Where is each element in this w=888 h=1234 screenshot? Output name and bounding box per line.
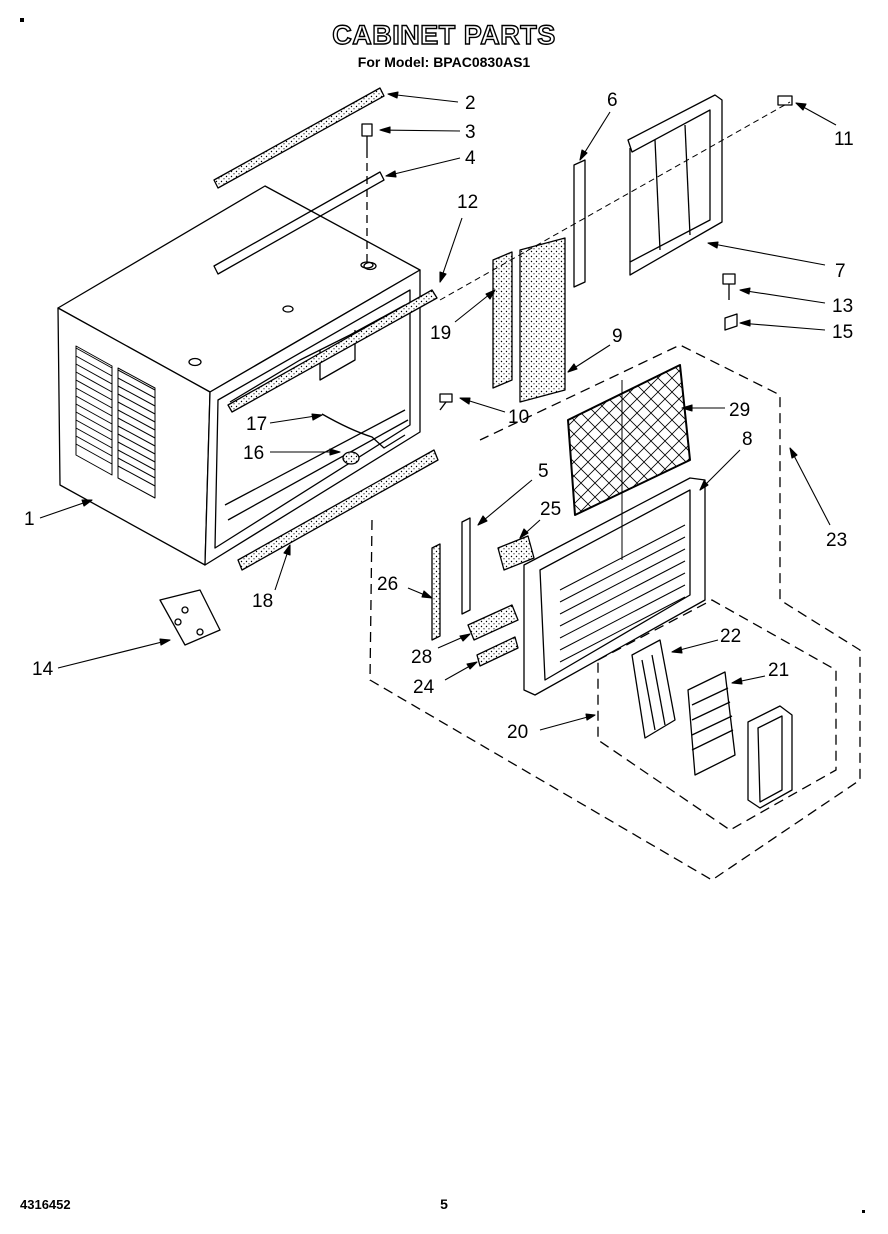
callout-25: 25 bbox=[540, 499, 562, 520]
callout-20: 20 bbox=[507, 722, 529, 743]
callout-15: 15 bbox=[832, 322, 854, 343]
callout-9: 9 bbox=[612, 326, 623, 347]
callout-16: 16 bbox=[243, 443, 265, 464]
page-title: CABINET PARTS bbox=[332, 19, 556, 50]
callout-18: 18 bbox=[252, 591, 274, 612]
corner-mark-top bbox=[20, 18, 24, 22]
callout-28: 28 bbox=[411, 647, 433, 668]
callout-1: 1 bbox=[24, 509, 35, 530]
callout-26: 26 bbox=[377, 574, 399, 595]
model-subtitle: For Model: BPAC0830AS1 bbox=[357, 54, 531, 70]
callout-21: 21 bbox=[768, 660, 790, 681]
callout-13: 13 bbox=[832, 296, 854, 317]
callout-22: 22 bbox=[720, 626, 742, 647]
callout-6: 6 bbox=[607, 90, 618, 111]
callout-11: 11 bbox=[834, 129, 854, 150]
document-number: 4316452 bbox=[20, 1197, 71, 1212]
page-number: 5 bbox=[440, 1196, 448, 1212]
callout-4: 4 bbox=[465, 148, 476, 169]
callout-10: 10 bbox=[508, 407, 530, 428]
callout-29: 29 bbox=[729, 400, 751, 421]
callout-5: 5 bbox=[538, 461, 549, 482]
callout-14: 14 bbox=[32, 659, 54, 680]
callout-8: 8 bbox=[742, 429, 753, 450]
callout-17: 17 bbox=[246, 414, 268, 435]
callout-2: 2 bbox=[465, 93, 476, 114]
callout-19: 19 bbox=[430, 323, 452, 344]
cabinet-shell bbox=[57, 185, 421, 566]
callout-24: 24 bbox=[413, 677, 435, 698]
callout-12: 12 bbox=[457, 192, 479, 213]
callout-3: 3 bbox=[465, 122, 476, 143]
callout-7: 7 bbox=[835, 261, 846, 282]
callout-23: 23 bbox=[826, 530, 848, 551]
corner-mark-bottom bbox=[862, 1210, 865, 1213]
